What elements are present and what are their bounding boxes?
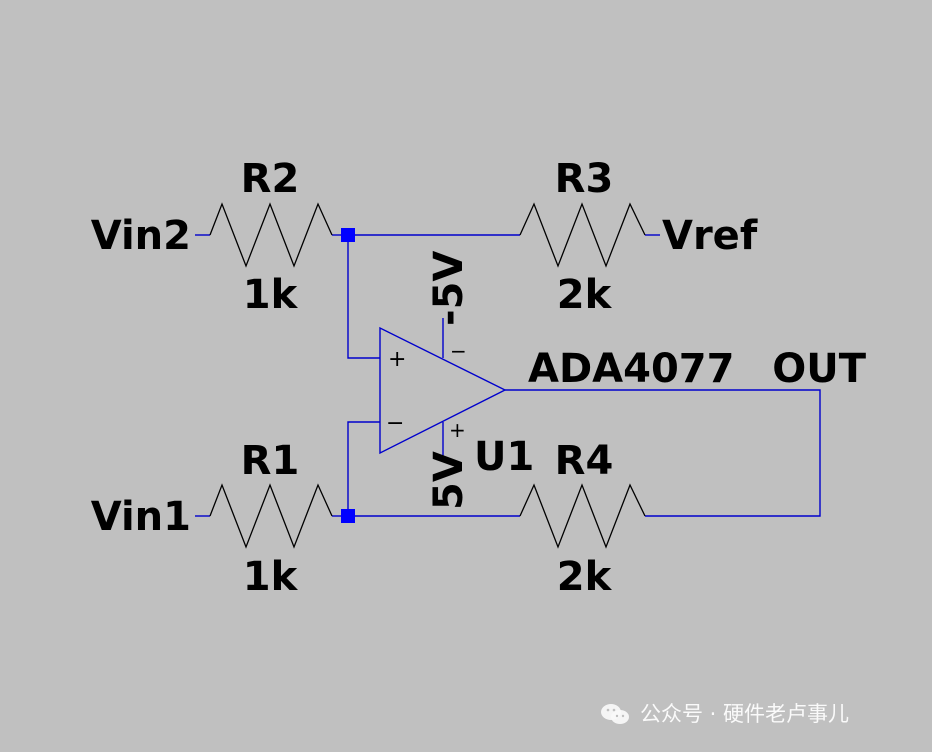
- opamp-pos-supply-sign: +: [449, 418, 466, 442]
- junction-dot-bottom: [341, 509, 355, 523]
- wires: [195, 234, 821, 517]
- junction-dot-top: [341, 228, 355, 242]
- opamp-model-label: ADA4077: [528, 346, 734, 392]
- wire-feedback-r4-out: [505, 389, 821, 517]
- resistor-r3-symbol[interactable]: [519, 202, 646, 268]
- watermark: 公众号 · 硬件老卢事儿: [600, 698, 849, 728]
- supply-neg-label: -5V: [426, 251, 472, 326]
- resistor-r1-ref: R1: [241, 438, 300, 484]
- opamp-neg-supply-sign: −: [450, 339, 467, 363]
- opamp-triangle: [379, 326, 507, 455]
- wire-node-top-plus: [347, 235, 380, 359]
- opamp-minus-input-sign: −: [386, 411, 404, 436]
- net-label-vref: Vref: [662, 213, 758, 259]
- net-label-out: OUT: [772, 346, 866, 392]
- resistor-r3-ref: R3: [555, 156, 614, 202]
- resistor-r4-symbol[interactable]: [519, 483, 646, 549]
- resistor-r2-value: 1k: [243, 272, 299, 318]
- resistor-r2-symbol[interactable]: [209, 202, 333, 268]
- supply-pos-label: 5V: [426, 451, 472, 510]
- resistor-r1-value: 1k: [243, 554, 299, 600]
- resistor-r4-value: 2k: [557, 554, 613, 600]
- resistor-r1-symbol[interactable]: [209, 483, 333, 549]
- wechat-icon: [601, 704, 629, 724]
- opamp-plus-input-sign: +: [388, 347, 406, 372]
- wire-node-bottom-minus: [347, 421, 380, 516]
- watermark-text: 公众号 · 硬件老卢事儿: [640, 702, 850, 726]
- opamp-ref-label: U1: [474, 434, 534, 480]
- resistor-r3-value: 2k: [557, 272, 613, 318]
- resistor-r4-ref: R4: [555, 438, 614, 484]
- opamp-u1[interactable]: + − − +: [379, 318, 507, 462]
- net-label-vin2: Vin2: [91, 213, 191, 259]
- net-label-vin1: Vin1: [91, 494, 191, 540]
- resistor-r2-ref: R2: [241, 156, 300, 202]
